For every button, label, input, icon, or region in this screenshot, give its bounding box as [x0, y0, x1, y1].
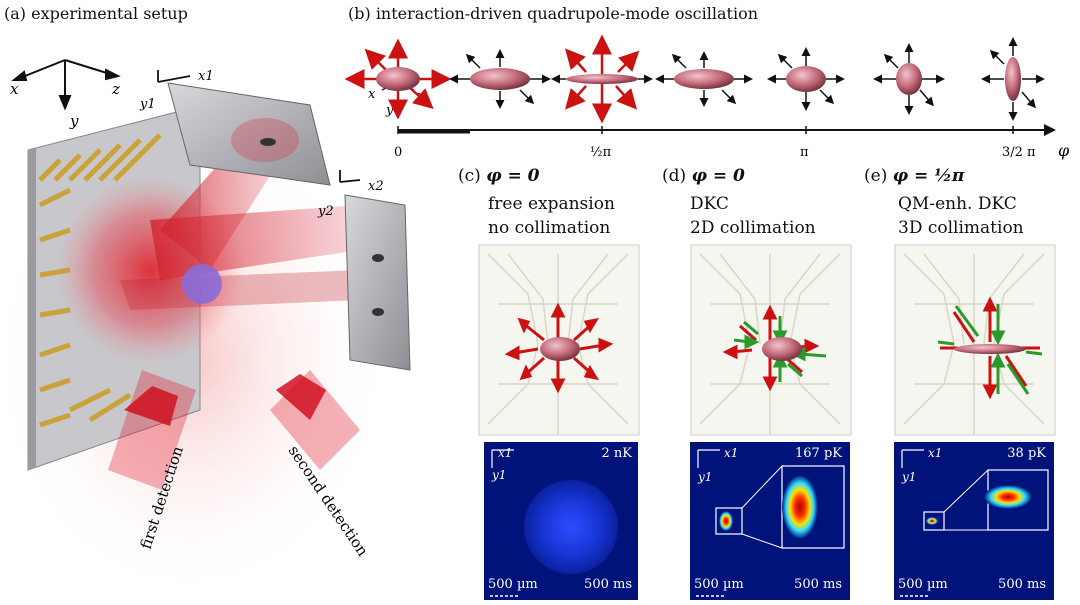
panel-e-line1: QM-enh. DKC — [898, 194, 1017, 214]
panel-e-axis-x1: x1 — [928, 446, 943, 460]
panel-c-cloud-signal — [524, 480, 618, 574]
cloud-state-2 — [449, 49, 551, 109]
mini-axis-y: y — [385, 103, 394, 118]
cloud-state-5 — [767, 47, 845, 111]
panel-c-image: x1 y1 2 nK 500 µm 500 ms — [484, 442, 638, 600]
panel-e-cloud — [954, 344, 1026, 354]
quadrupole-oscillation-diagram: 0 ½π π 3/2 π φ x z y — [344, 34, 1070, 160]
phase-axis-label: φ — [1058, 141, 1070, 160]
panel-e-scale: 500 µm — [898, 577, 948, 592]
panel-e-axis-y1: y1 — [902, 470, 917, 484]
panel-d-axis-y1: y1 — [698, 470, 713, 484]
tick-half-pi: ½π — [590, 145, 612, 160]
panel-c-cloud — [540, 337, 580, 361]
panel-e-schematic — [894, 244, 1056, 436]
panel-d-prefix: (d) — [662, 166, 687, 186]
panel-d-schematic — [690, 244, 852, 436]
panel-a-label: (a) experimental setup — [4, 4, 188, 23]
panel-c-axis-x1: x1 — [498, 446, 513, 460]
panel-d-line1: DKC — [690, 194, 729, 214]
panel-c-prefix: (c) — [458, 166, 481, 186]
panel-d-axis-x1: x1 — [724, 446, 739, 460]
mini-axis-x: x — [368, 87, 376, 102]
panel-d-phase: φ = 0 — [691, 166, 745, 186]
cloud-state-3 — [551, 34, 653, 124]
panel-c-schematic — [478, 244, 640, 436]
panel-e-prefix: (e) — [864, 166, 888, 186]
axis-z-label: z — [111, 80, 120, 98]
cloud-state-4 — [655, 51, 753, 107]
cloud-state-6 — [873, 43, 945, 115]
axis-x-label: x — [10, 80, 19, 98]
atom-cloud — [182, 264, 222, 304]
axis-y2-label: y2 — [317, 204, 334, 219]
panel-d-temperature: 167 pK — [795, 446, 842, 461]
setup-illustration: x z y x1 y1 x2 y2 first detection second — [0, 59, 411, 600]
panel-d-image: x1 y1 167 pK 500 µm 500 ms — [690, 442, 850, 600]
panel-c-line1: free expansion — [488, 194, 615, 214]
panel-c-temperature: 2 nK — [601, 446, 633, 461]
axis-y1-label: y1 — [139, 97, 156, 112]
panel-c-axis-y1: y1 — [492, 468, 507, 482]
lab-axes — [11, 59, 121, 111]
panel-c-header: (c) φ = 0 — [458, 166, 540, 186]
tick-0: 0 — [394, 145, 402, 160]
panel-c-time: 500 ms — [584, 577, 632, 592]
axis-x2-label: x2 — [368, 179, 384, 194]
panel-b-label: (b) interaction-driven quadrupole-mode o… — [348, 4, 759, 23]
axis-x1-label: x1 — [198, 69, 214, 84]
panel-e-phase: φ = ½π — [892, 166, 965, 186]
axis-y-label: y — [69, 112, 79, 130]
detection-screen-2 — [344, 194, 411, 371]
panel-c-scale: 500 µm — [488, 577, 538, 592]
panel-d-header: (d) φ = 0 — [662, 166, 745, 186]
detection-beam-2 — [270, 370, 360, 470]
tick-pi: π — [800, 145, 809, 160]
panel-e-header: (e) φ = ½π — [864, 166, 964, 186]
panel-e-image: x1 y1 38 pK 500 µm 500 ms — [894, 442, 1054, 600]
panel-d-cloud — [762, 337, 802, 361]
detection-beam-1 — [108, 370, 196, 490]
panel-d-time: 500 ms — [794, 577, 842, 592]
panel-e-line2: 3D collimation — [898, 218, 1024, 238]
panel-e-temperature: 38 pK — [1007, 446, 1046, 461]
panel-e-time: 500 ms — [998, 577, 1046, 592]
cloud-state-1 — [344, 38, 452, 120]
panel-d-scale: 500 µm — [694, 577, 744, 592]
detection-screen-1 — [167, 82, 331, 186]
cloud-state-7 — [981, 37, 1045, 121]
panel-c-phase: φ = 0 — [486, 166, 540, 186]
panel-d-line2: 2D collimation — [690, 218, 816, 238]
beam-2 — [150, 205, 360, 280]
tick-three-half-pi: 3/2 π — [1002, 145, 1036, 160]
panel-c-line2: no collimation — [488, 218, 611, 238]
